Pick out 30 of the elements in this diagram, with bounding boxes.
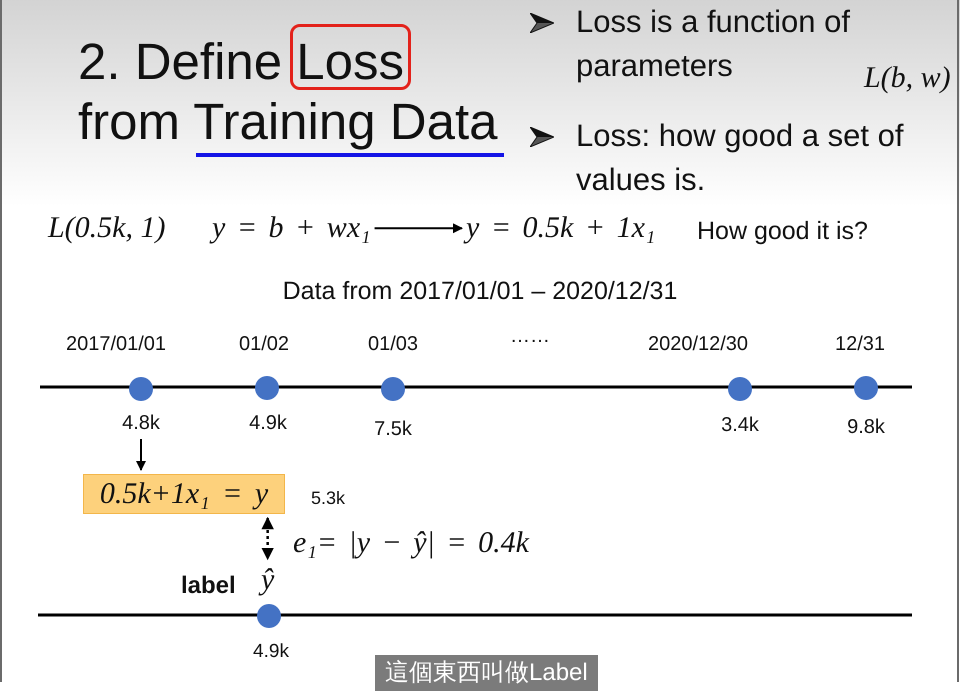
arrow (136, 439, 146, 471)
equation-box: 0.5k+1x₁ = y (83, 474, 285, 514)
date-label: 12/31 (834, 332, 886, 356)
value-label: 4.9k (249, 411, 287, 435)
dashed-double-arrow (261, 516, 274, 560)
value-label: 9.8k (847, 415, 885, 439)
edge-label: e₁= |y − ŷ| = 0.4k (293, 526, 529, 560)
ellipsis-text: …… (510, 324, 550, 348)
math-expression: L(b, w) (864, 61, 951, 96)
subtitle-caption: 這個東西叫做Label (375, 655, 598, 691)
bullet-text: Loss: how good a set of values is. (576, 117, 904, 199)
y-hat-symbol: ŷ (261, 563, 274, 598)
question-text: How good it is? (697, 216, 868, 246)
date-range-text: Data from 2017/01/01 – 2020/12/31 (282, 276, 678, 306)
slide-title: 2. Define Loss from Training Data (78, 24, 508, 152)
date-label: 2017/01/01 (66, 332, 166, 356)
value-label: 5.3k (311, 488, 346, 510)
arrow (374, 223, 463, 234)
value-label: 4.8k (122, 411, 160, 435)
label-text: label (181, 572, 236, 601)
math-expression: L(0.5k, 1) (48, 211, 166, 246)
equation-text: y = b + wx₁ (212, 211, 371, 246)
equation-text: y = 0.5k + 1x₁ (466, 211, 656, 246)
value-label: 3.4k (721, 413, 759, 437)
date-label: 01/03 (368, 332, 418, 356)
bullet-text: Loss is a function of parameters (576, 3, 851, 85)
value-label: 4.9k (253, 641, 289, 664)
date-label: 2020/12/30 (648, 332, 748, 356)
value-label: 7.5k (374, 417, 412, 441)
date-label: 01/02 (238, 332, 290, 356)
